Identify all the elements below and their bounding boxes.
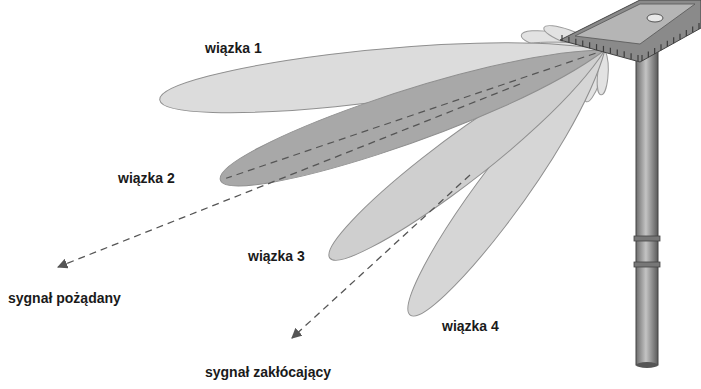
beam-label: wiązka 1 — [205, 40, 262, 57]
mast — [636, 40, 658, 365]
antenna-head-top — [575, 4, 695, 44]
beam-axis — [226, 53, 595, 178]
mast-base — [636, 362, 658, 368]
beam-label: wiązka 3 — [248, 248, 305, 265]
interfering-signal-arrow — [292, 175, 470, 338]
mast-ring — [634, 262, 660, 267]
antenna-panel-ribs — [562, 23, 699, 61]
signal-label: sygnał zakłócający — [205, 364, 331, 381]
antenna-hole — [647, 14, 663, 22]
signal-label: sygnał pożądany — [8, 290, 121, 307]
beam-label: wiązka 4 — [442, 318, 499, 335]
beam-label: wiązka 2 — [118, 170, 175, 187]
desired-signal-arrow — [58, 84, 520, 267]
beam-lobe — [212, 25, 613, 205]
antenna-head — [560, 0, 701, 62]
mast-ring — [634, 236, 660, 241]
